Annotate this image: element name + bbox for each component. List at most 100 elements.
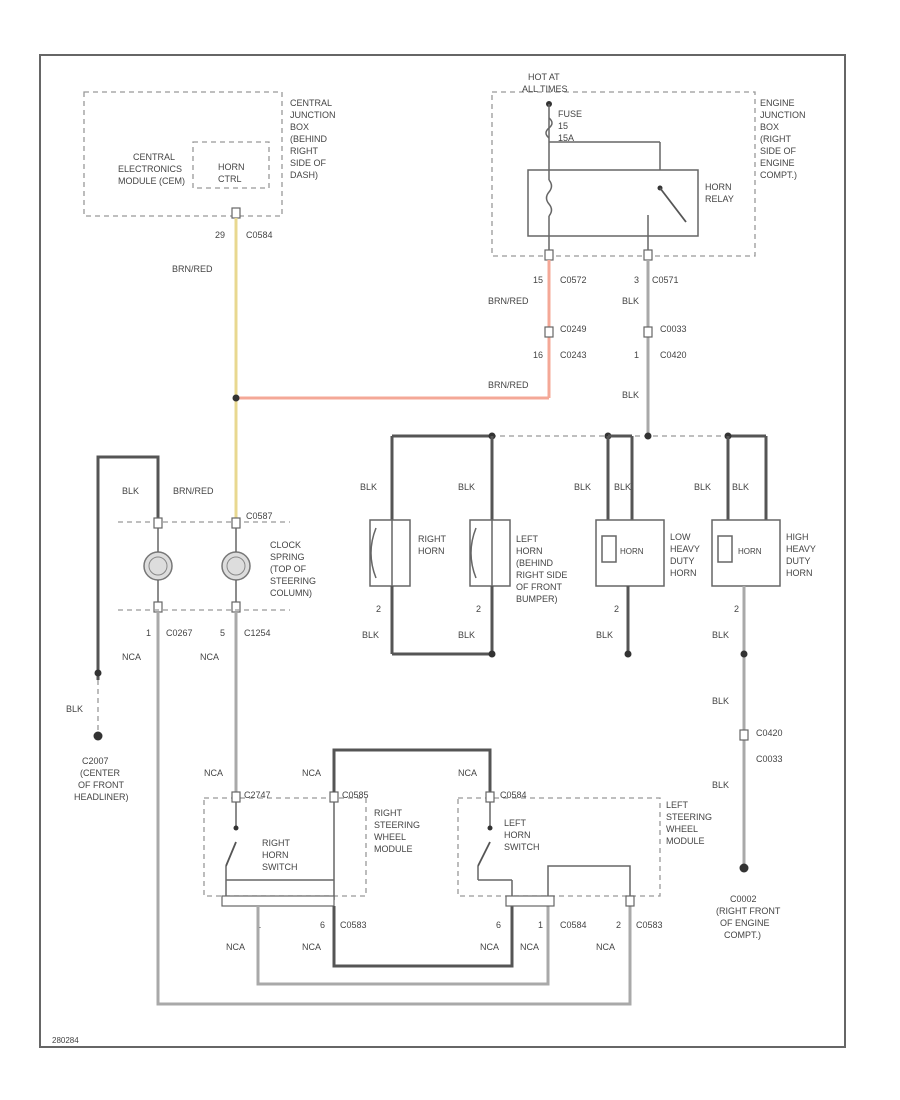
c0033-id: C0033 — [660, 324, 687, 334]
c0420b-id: C0420 — [756, 728, 783, 738]
wire-label-nca-7: NCA — [458, 768, 477, 778]
c0583b-pin: 2 — [616, 920, 621, 930]
wire-label-blk-high-gnd-3: BLK — [712, 780, 729, 790]
right-horn-label: RIGHT HORN — [418, 534, 447, 556]
diagram-code: 280284 — [52, 1036, 79, 1045]
svg-text:WHEEL: WHEEL — [374, 832, 406, 842]
left-horn-switch-icon — [477, 841, 491, 867]
horn-relay-box — [527, 169, 699, 237]
wire-label-blk-rh-gnd: BLK — [362, 630, 379, 640]
left-steering-wheel-module — [457, 797, 661, 897]
c0572-pin: 15 — [533, 275, 543, 285]
outer-frame — [39, 54, 846, 1048]
svg-text:CTRL: CTRL — [218, 174, 242, 184]
connector-c0583 — [221, 895, 335, 907]
nca-wire-pin6-loop — [332, 906, 514, 968]
c1254-id: C1254 — [244, 628, 271, 638]
right-switch-contact — [233, 825, 239, 831]
left-horn-label: LEFT HORN (BEHIND RIGHT SIDE OF FRONT BU… — [516, 534, 567, 604]
nca-wire-left-loop — [156, 612, 632, 1006]
engine-junction-box — [491, 91, 756, 257]
svg-text:WHEEL: WHEEL — [666, 824, 698, 834]
svg-text:C0002: C0002 — [730, 894, 757, 904]
svg-text:OF FRONT: OF FRONT — [78, 780, 124, 790]
high-horn-element-icon — [717, 535, 733, 563]
c0267-id: C0267 — [166, 628, 193, 638]
svg-text:(BEHIND: (BEHIND — [516, 558, 554, 568]
svg-text:HORN: HORN — [504, 830, 531, 840]
wire-label-blk-rh: BLK — [360, 482, 377, 492]
svg-text:(TOP OF: (TOP OF — [270, 564, 307, 574]
svg-text:HEAVY: HEAVY — [786, 544, 816, 554]
svg-text:SPRING: SPRING — [270, 552, 305, 562]
wire-label-nca-9: NCA — [520, 942, 539, 952]
engine-junction-label: ENGINE JUNCTION BOX (RIGHT SIDE OF ENGIN… — [760, 98, 806, 180]
c0584-pin: 29 — [215, 230, 225, 240]
blk-ground-wire-clockspring — [96, 455, 160, 680]
svg-text:DUTY: DUTY — [786, 556, 811, 566]
ground-c0002-label: C0002 (RIGHT FRONT OF ENGINE COMPT.) — [716, 894, 781, 940]
clock-spring-label: CLOCK SPRING (TOP OF STEERING COLUMN) — [270, 540, 316, 598]
svg-text:(RIGHT FRONT: (RIGHT FRONT — [716, 906, 781, 916]
svg-text:SIDE OF: SIDE OF — [760, 146, 797, 156]
svg-text:SIDE OF: SIDE OF — [290, 158, 327, 168]
c0584-id: C0584 — [246, 230, 273, 240]
svg-text:CENTRAL: CENTRAL — [133, 152, 175, 162]
svg-text:SWITCH: SWITCH — [504, 842, 540, 852]
left-wheel-module-label: LEFT STEERING WHEEL MODULE — [666, 800, 712, 846]
connector-cs-left — [153, 517, 163, 529]
svg-text:(CENTER: (CENTER — [80, 768, 120, 778]
svg-text:MODULE: MODULE — [374, 844, 413, 854]
wire-label-nca-5: NCA — [226, 942, 245, 952]
central-module-label: CENTRAL ELECTRONICS MODULE (CEM) — [118, 152, 185, 186]
c0583-id: C0583 — [340, 920, 367, 930]
connector-c0584 — [231, 207, 241, 219]
svg-text:HEADLINER): HEADLINER) — [74, 792, 129, 802]
c0243-id: C0243 — [560, 350, 587, 360]
right-wheel-module-label: RIGHT STEERING WHEEL MODULE — [374, 808, 420, 854]
svg-text:C2007: C2007 — [82, 756, 109, 766]
svg-text:SWITCH: SWITCH — [262, 862, 298, 872]
lh-ground-splice — [488, 650, 496, 658]
wire-label-brn-red-2: BRN/RED — [488, 296, 529, 306]
svg-text:JUNCTION: JUNCTION — [760, 110, 806, 120]
left-horn-icon — [469, 519, 511, 587]
relay-switch-icon — [659, 187, 687, 223]
svg-text:LOW: LOW — [670, 532, 691, 542]
svg-text:15A: 15A — [558, 133, 574, 143]
svg-text:ENGINE: ENGINE — [760, 98, 795, 108]
svg-text:RIGHT: RIGHT — [290, 146, 319, 156]
low-horn-ground-dot — [624, 650, 632, 658]
wire-label-blk-lh-gnd: BLK — [458, 630, 475, 640]
horn-relay-label: HORN RELAY — [705, 182, 734, 204]
brn-red-splice — [232, 394, 240, 402]
svg-text:ELECTRONICS: ELECTRONICS — [118, 164, 182, 174]
left-module-internal-wire — [547, 865, 631, 900]
wire-label-nca-8: NCA — [480, 942, 499, 952]
c0587-id: C0587 — [246, 511, 273, 521]
svg-text:HORN: HORN — [262, 850, 289, 860]
clock-spring-coil-right-icon — [221, 551, 251, 581]
wire-label-brn-red-cs: BRN/RED — [173, 486, 214, 496]
low-horn-element-icon — [601, 535, 617, 563]
high-horn-pin: 2 — [734, 604, 739, 614]
wire-label-blk-high-gnd-2: BLK — [712, 696, 729, 706]
svg-text:HORN: HORN — [670, 568, 697, 578]
svg-text:HIGH: HIGH — [786, 532, 809, 542]
nca-wire-pin1-loop — [256, 906, 550, 986]
connector-c0584-c — [505, 895, 555, 907]
wire-label-blk-low-gnd: BLK — [596, 630, 613, 640]
right-horn-switch-icon — [225, 841, 237, 867]
svg-text:HORN: HORN — [786, 568, 813, 578]
svg-text:HEAVY: HEAVY — [670, 544, 700, 554]
low-horn-inner-label: HORN — [620, 547, 644, 556]
right-switch-label: RIGHT HORN SWITCH — [262, 838, 298, 872]
high-horn-inner-label: HORN — [738, 547, 762, 556]
wire-label-blk-relay-1: BLK — [622, 296, 639, 306]
svg-text:HOT AT: HOT AT — [528, 72, 560, 82]
wire-label-nca-4: NCA — [302, 768, 321, 778]
c0243-pin: 16 — [533, 350, 543, 360]
ground-c2007-icon — [93, 731, 103, 741]
connector-c0587 — [231, 517, 241, 529]
wire-label-blk-low-a: BLK — [574, 482, 591, 492]
